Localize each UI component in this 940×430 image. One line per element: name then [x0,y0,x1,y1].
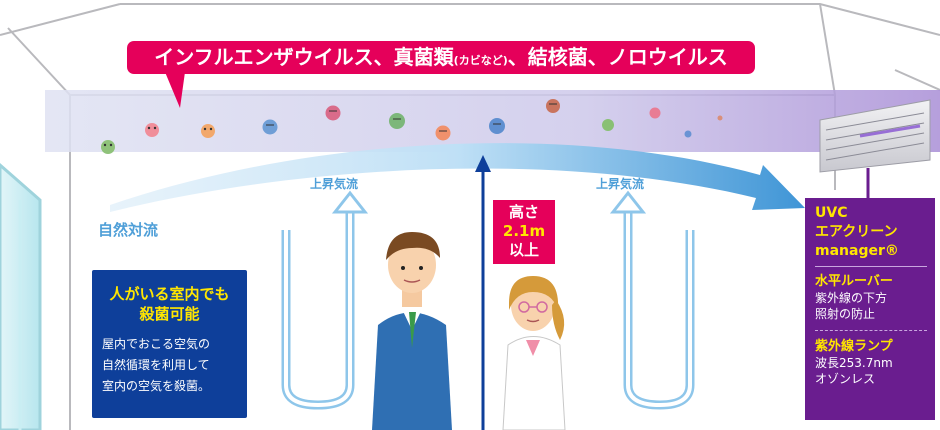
updraft-label-left: 上昇気流 [310,177,359,191]
info-box-title-1: 人がいる室内でも [109,285,230,303]
germ-icon [602,119,614,131]
germ-icon [262,119,278,135]
product-divider [815,266,927,267]
product-name-1: UVC [815,205,848,221]
feature-divider [815,330,927,331]
feature-lamp-title: 紫外線ランプ [815,339,893,354]
product-name-3: manager® [815,243,899,259]
info-box-body-2: 自然循環を利用して [102,358,210,372]
feature-lamp-body-1: 波長253.7nm [815,356,893,370]
feature-louver-body-1: 紫外線の下方 [815,291,888,305]
feature-louver-title: 水平ルーバー [815,274,893,289]
convection-arc-arrow [110,143,805,212]
germ-icon [684,130,692,138]
pathogen-banner-small: (カビなど) [453,54,508,67]
feature-louver-body-2: 照射の防止 [815,307,876,321]
updraft-label-right: 上昇気流 [596,177,645,191]
product-box: UVC エアクリーン manager® 水平ルーバー 紫外線の下方 照射の防止 … [805,198,935,420]
germ-particles [101,99,723,154]
info-box-body-1: 屋内でおこる空気の [102,337,211,351]
man-figure [372,232,452,430]
natural-convection-label: 自然対流 [98,221,159,239]
germ-icon [489,118,505,134]
pathogen-banner: インフルエンザウイルス、真菌類(カビなど)、結核菌、ノロウイルス [127,41,755,74]
germ-icon [201,124,215,138]
uvc-unit-image [819,99,931,173]
germ-icon [717,115,723,121]
info-box-body-3: 室内の空気を殺菌。 [102,379,211,393]
height-badge-value: 2.1m [502,222,546,240]
height-badge: 高さ 2.1m 以上 [493,200,555,264]
height-badge-line1: 高さ [508,203,539,221]
info-box: 人がいる室内でも 殺菌可能 屋内でおこる空気の 自然循環を利用して 室内の空気を… [92,270,247,418]
pathogen-banner-main: インフルエンザウイルス、真菌類 [154,45,454,69]
height-arrow [475,155,491,430]
updraft-arrow-right [609,190,695,410]
woman-figure [502,276,566,430]
pathogen-banner-tail: 、結核菌、ノロウイルス [507,45,728,69]
germ-icon [649,107,661,119]
banner-pointer [165,72,185,108]
germ-icon [325,105,341,121]
germ-icon [546,99,560,113]
product-name-2: エアクリーン [815,224,898,240]
height-badge-line3: 以上 [508,241,539,259]
germ-icon [145,123,159,137]
feature-lamp-body-2: オゾンレス [815,372,876,386]
updraft-arrow-left [281,190,369,410]
germ-icon [389,113,405,129]
germ-icon [435,125,451,141]
germ-icon [101,140,115,154]
info-box-title-2: 殺菌可能 [139,305,200,323]
window [0,163,42,430]
